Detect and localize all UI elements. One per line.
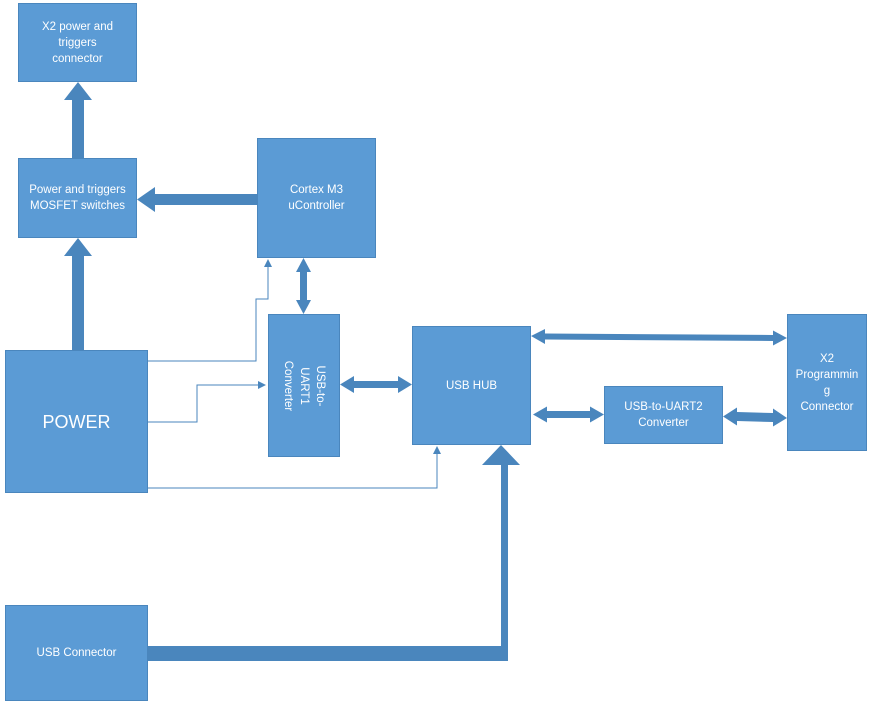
mosfet-switches-label: Power and triggers MOSFET switches	[29, 184, 126, 212]
thin-line-power-to-cortex	[148, 259, 272, 362]
arrow-uart2-x2-programming	[723, 407, 787, 427]
power-label: POWER	[42, 411, 111, 432]
usb-to-uart2-converter-label: USB-to-UART2 Converter	[624, 401, 703, 429]
arrow-cortex-uart1	[296, 258, 311, 314]
usb-to-uart1-converter-block: USB-to-UART1 Converter	[268, 314, 340, 457]
thin-line-power-to-hub	[148, 446, 441, 489]
usb-to-uart2-converter-block: USB-to-UART2 Converter	[604, 386, 723, 444]
x2-power-triggers-connector-block: X2 power and triggers connector	[18, 3, 137, 82]
power-block: POWER	[5, 350, 148, 493]
arrow-hub-x2-programming	[531, 329, 787, 346]
usb-connector-label: USB Connector	[36, 647, 117, 659]
arrow-hub-uart2	[533, 406, 604, 423]
cortex-m3-ucontroller-block: Cortex M3 uController	[257, 138, 376, 258]
usb-hub-label: USB HUB	[445, 379, 498, 392]
arrow-power-to-mosfet	[64, 238, 92, 350]
usb-connector-block: USB Connector	[5, 605, 148, 701]
usb-to-uart1-converter-label: USB-to-UART1 Converter	[282, 360, 326, 411]
arrow-uart1-hub	[340, 376, 412, 393]
x2-power-triggers-connector-label: X2 power and triggers connector	[42, 20, 113, 65]
usb-hub-block: USB HUB	[412, 326, 531, 445]
x2-programming-connector-label: X2 Programmin g Connector	[795, 352, 859, 413]
thin-line-power-to-uart1	[148, 381, 266, 423]
arrow-mosfet-to-x2-connector	[64, 82, 92, 158]
cortex-m3-ucontroller-label: Cortex M3 uController	[288, 184, 345, 212]
arrow-usb-connector-to-hub	[148, 445, 520, 661]
arrow-cortex-to-mosfet	[137, 187, 257, 212]
x2-programming-connector-block: X2 Programmin g Connector	[787, 314, 867, 451]
mosfet-switches-block: Power and triggers MOSFET switches	[18, 158, 137, 238]
